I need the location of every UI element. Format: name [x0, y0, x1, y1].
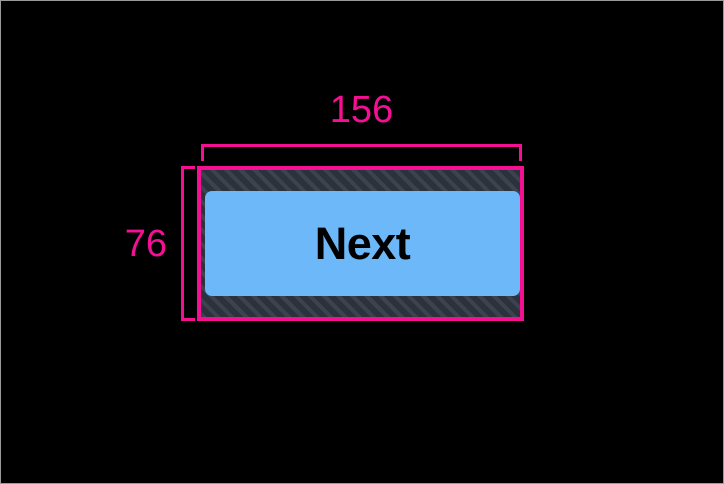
width-dimension-bracket [201, 144, 522, 161]
height-dimension-bracket [181, 166, 195, 321]
measured-element-highlight[interactable]: Next [197, 166, 524, 321]
width-dimension-label: 156 [329, 89, 394, 131]
next-button[interactable]: Next [205, 191, 520, 296]
height-dimension-label: 76 [124, 223, 167, 265]
next-button-label: Next [314, 218, 411, 269]
